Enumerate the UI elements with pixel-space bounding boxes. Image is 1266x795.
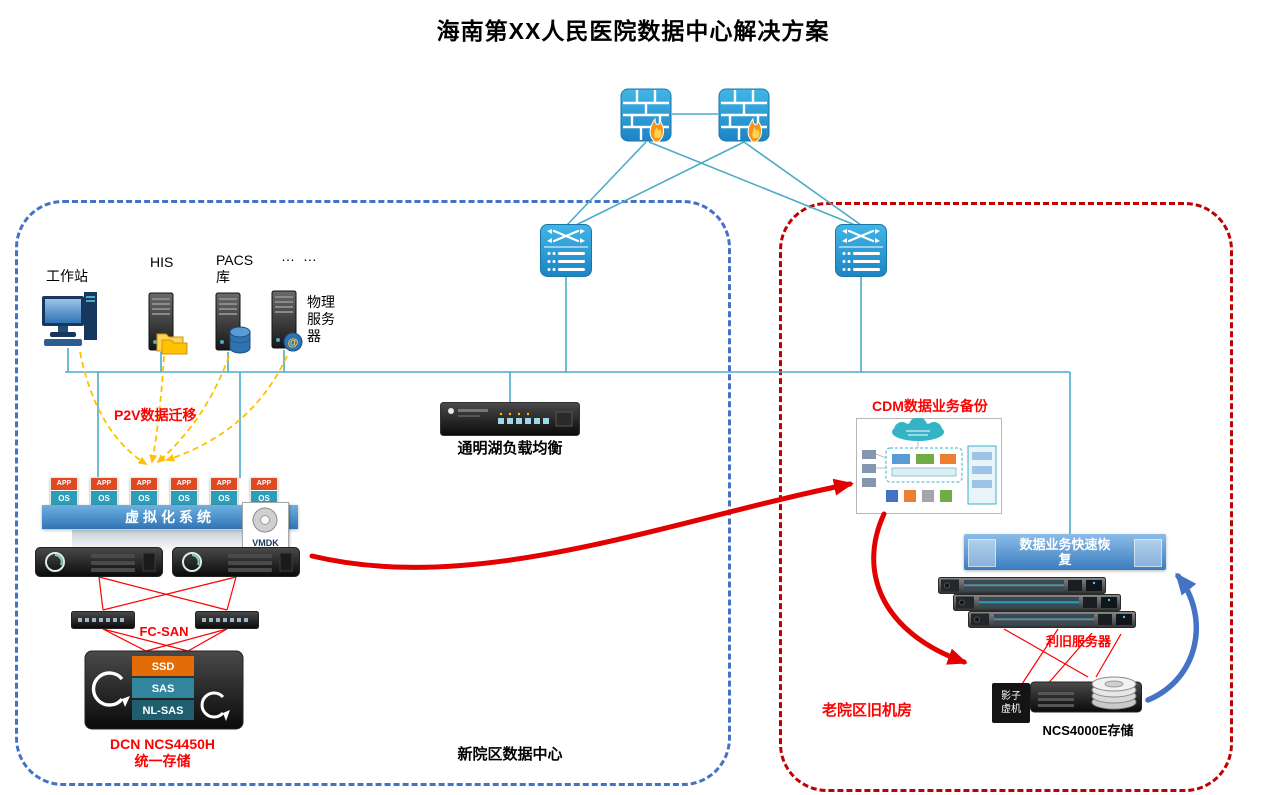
email-glyph: @: [288, 337, 299, 349]
virtualization-reflection: [72, 530, 268, 552]
disk-stack-icon: [1091, 676, 1137, 710]
unified-storage-label: DCN NCS4450H 统一存储: [109, 736, 216, 769]
fc-san-mesh: [98, 576, 237, 652]
shadow-vm-box: 影子虚机: [992, 683, 1030, 723]
tiering-cycle-icon: [91, 671, 124, 707]
app-label: APP: [51, 478, 77, 490]
recovery-bar: 数据业务快速恢复: [964, 534, 1166, 570]
more-servers-ellipsis: … …: [281, 248, 319, 264]
p2v-migration-arrows: [79, 351, 288, 465]
reuse-server-icon-3: [968, 611, 1136, 633]
virtualization-host-icon-2: [172, 547, 300, 582]
vmdk-icon: VMDK: [242, 502, 289, 550]
os-label: OS: [51, 490, 77, 506]
workstation-label: 工作站: [46, 268, 88, 284]
reuse-server-icon-1: [938, 577, 1106, 599]
tier-ssd-label: SSD: [152, 661, 175, 673]
firewall-icon-2: [718, 88, 770, 148]
physical-server-label: 物理 服务 器: [307, 294, 335, 344]
virtualization-host-icon-1: [35, 547, 163, 582]
database-icon: [227, 326, 253, 359]
mini-server-image-right: [1134, 539, 1162, 567]
recovery-label: 数据业务快速恢复: [1019, 537, 1111, 567]
reuse-server-mesh: [1003, 628, 1122, 687]
diagram-title: 海南第XX人民医院数据中心解决方案: [436, 18, 830, 44]
os-label: OS: [211, 490, 237, 506]
folders-icon: [154, 328, 190, 361]
app-label: APP: [171, 478, 197, 490]
network-links: [65, 113, 1071, 535]
old-storage-label: NCS4000E存储: [1042, 723, 1134, 738]
cdm-diagram-image: [856, 417, 1002, 519]
cdm-backup-label: CDM数据业务备份: [872, 398, 988, 414]
fc-switch-icon-2: [195, 611, 259, 634]
his-server-label: HIS: [150, 254, 174, 270]
core-switch-icon-1: [540, 224, 592, 282]
reuse-servers-label: 利旧服务器: [1046, 634, 1112, 649]
app-label: APP: [251, 478, 277, 490]
core-switch-icon-2: [835, 224, 887, 282]
app-label: APP: [131, 478, 157, 490]
fc-san-label: FC-SAN: [139, 624, 189, 639]
load-balancer-label: 通明湖负载均衡: [457, 440, 563, 457]
p2v-migration-label: P2V数据迁移: [114, 407, 197, 423]
reuse-server-icon-2: [953, 594, 1121, 616]
load-balancer-icon: [440, 402, 580, 441]
os-label: OS: [131, 490, 157, 506]
workstation-icon: [40, 290, 100, 353]
tier-nlsas-label: NL-SAS: [143, 705, 184, 717]
email-icon: @: [283, 332, 303, 357]
zone-new-label: 新院区数据中心: [457, 746, 563, 763]
zone-old-label: 老院区旧机房: [822, 702, 913, 719]
fc-switch-icon-1: [71, 611, 135, 634]
pacs-server-label: PACS 库: [216, 252, 254, 285]
tiering-cycle-icon-2: [200, 691, 225, 719]
old-storage-icon: [1030, 672, 1142, 723]
app-label: APP: [91, 478, 117, 490]
tier-sas-label: SAS: [152, 683, 175, 695]
os-label: OS: [91, 490, 117, 506]
mini-server-image-left: [968, 539, 996, 567]
shadow-vm-label: 影子虚机: [1001, 691, 1021, 715]
firewall-icon-1: [620, 88, 672, 148]
unified-storage-icon: SSD SAS NL-SAS: [84, 649, 244, 736]
os-label: OS: [171, 490, 197, 506]
app-label: APP: [211, 478, 237, 490]
vmdk-label: VMDK: [252, 538, 279, 548]
